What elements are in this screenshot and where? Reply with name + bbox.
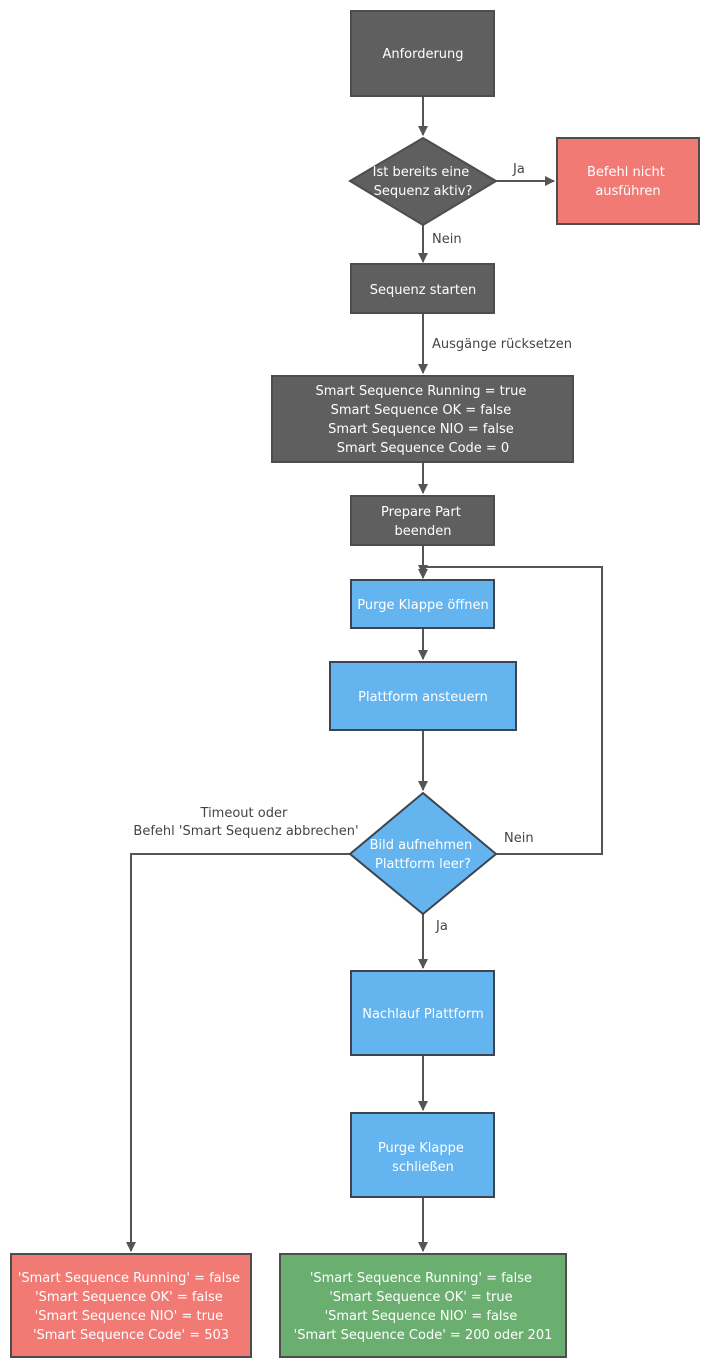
node-label-line: beenden — [395, 524, 452, 539]
edge-label-ja-bottom: Ja — [435, 919, 448, 934]
edge-label-nein-loop: Nein — [504, 831, 534, 846]
edge-bild-timeout — [126, 853, 350, 1252]
node-label: 'Smart Sequence Running' = false 'Smart … — [18, 1271, 244, 1343]
node-result-error: 'Smart Sequence Running' = false 'Smart … — [10, 1253, 252, 1358]
node-label-line: 'Smart Sequence NIO' = false — [325, 1309, 518, 1324]
node-label-line: Smart Sequence Running = true — [316, 384, 527, 399]
node-label-line: Smart Sequence OK = false — [331, 403, 512, 418]
node-label: Anforderung — [382, 47, 463, 62]
node-label-line: Purge Klappe öffnen — [357, 598, 488, 613]
node-label: Plattform ansteuern — [358, 690, 488, 705]
edge-label-ausgaenge: Ausgänge rücksetzen — [432, 337, 572, 352]
node-label-line: Plattform leer? — [375, 857, 471, 872]
node-label-line: Smart Sequence Code = 0 — [337, 441, 509, 456]
node-label: Purge Klappe öffnen — [357, 598, 488, 613]
node-prepare-part: Prepare Part beenden — [350, 495, 495, 546]
error-box — [10, 1253, 252, 1358]
node-label-line: schließen — [392, 1160, 454, 1175]
node-label-line: 'Smart Sequence NIO' = true — [35, 1309, 224, 1324]
edge-label-timeout: Timeout oder Befehl 'Smart Sequenz abbre… — [133, 806, 358, 839]
edge-label-ja-top: Ja — [512, 162, 525, 177]
process-box — [271, 375, 574, 463]
node-label: Prepare Part beenden — [381, 505, 465, 539]
node-label: Bild aufnehmen Plattform leer? — [370, 838, 477, 872]
process-box — [350, 10, 495, 97]
node-label-line: Prepare Part — [381, 505, 461, 520]
node-label-line: Purge Klappe — [378, 1141, 464, 1156]
process-box-blue — [350, 579, 495, 629]
edge-label-line: Timeout oder — [200, 806, 288, 821]
node-label: Ist bereits eine Sequenz aktiv? — [373, 165, 474, 199]
node-bild-check: Bild aufnehmen Plattform leer? — [348, 791, 498, 916]
edge-labels: Ja Nein Ausgänge rücksetzen Timeout oder… — [133, 162, 572, 934]
node-label-line: 'Smart Sequence Code' = 503 — [33, 1328, 229, 1343]
node-label-line: 'Smart Sequence OK' = true — [329, 1290, 512, 1305]
success-box — [279, 1253, 567, 1358]
node-label-line: 'Smart Sequence Running' = false — [310, 1271, 532, 1286]
node-label-line: Plattform ansteuern — [358, 690, 488, 705]
node-label-line: Sequenz starten — [370, 283, 476, 298]
node-befehl-nicht: Befehl nicht ausführen — [556, 137, 700, 225]
node-anforderung: Anforderung — [350, 10, 495, 97]
node-label: Sequenz starten — [370, 283, 476, 298]
process-box — [350, 495, 495, 546]
node-label: 'Smart Sequence Running' = false 'Smart … — [294, 1271, 553, 1343]
process-box-blue — [350, 970, 495, 1056]
node-purge-open: Purge Klappe öffnen — [350, 579, 495, 629]
node-label: Befehl nicht ausführen — [587, 165, 669, 199]
decision-diamond-blue — [348, 791, 498, 916]
node-label-line: Ist bereits eine — [373, 165, 470, 180]
node-label-line: Anforderung — [382, 47, 463, 62]
node-plattform-ansteuern: Plattform ansteuern — [329, 661, 517, 731]
process-box-blue — [329, 661, 517, 731]
node-label: Purge Klappe schließen — [378, 1141, 468, 1175]
node-check-active: Ist bereits eine Sequenz aktiv? — [348, 136, 498, 227]
node-label-line: Befehl nicht — [587, 165, 665, 180]
node-sequenz-starten: Sequenz starten — [350, 263, 495, 314]
decision-diamond — [348, 136, 498, 227]
process-box-blue — [350, 1112, 495, 1198]
node-label-line: 'Smart Sequence Running' = false — [18, 1271, 240, 1286]
edges — [126, 97, 603, 1252]
node-label: Nachlauf Plattform — [362, 1007, 484, 1022]
node-label-line: Sequenz aktiv? — [374, 184, 473, 199]
node-purge-close: Purge Klappe schließen — [350, 1112, 495, 1198]
process-box — [350, 263, 495, 314]
node-label-line: 'Smart Sequence OK' = false — [35, 1290, 223, 1305]
node-label-line: Nachlauf Plattform — [362, 1007, 484, 1022]
node-nachlauf: Nachlauf Plattform — [350, 970, 495, 1056]
edge-label-line: Befehl 'Smart Sequenz abbrechen' — [133, 824, 358, 839]
node-reset-outputs: Smart Sequence Running = true Smart Sequ… — [271, 375, 574, 463]
edge-label-nein-top: Nein — [432, 232, 462, 247]
error-box — [556, 137, 700, 225]
node-label-line: Smart Sequence NIO = false — [328, 422, 514, 437]
edge-bild-nein-loop — [418, 565, 603, 855]
node-label-line: Bild aufnehmen — [370, 838, 473, 853]
node-label-line: 'Smart Sequence Code' = 200 oder 201 — [294, 1328, 553, 1343]
node-label: Smart Sequence Running = true Smart Sequ… — [316, 384, 531, 456]
node-label-line: ausführen — [595, 184, 660, 199]
node-result-ok: 'Smart Sequence Running' = false 'Smart … — [279, 1253, 567, 1358]
